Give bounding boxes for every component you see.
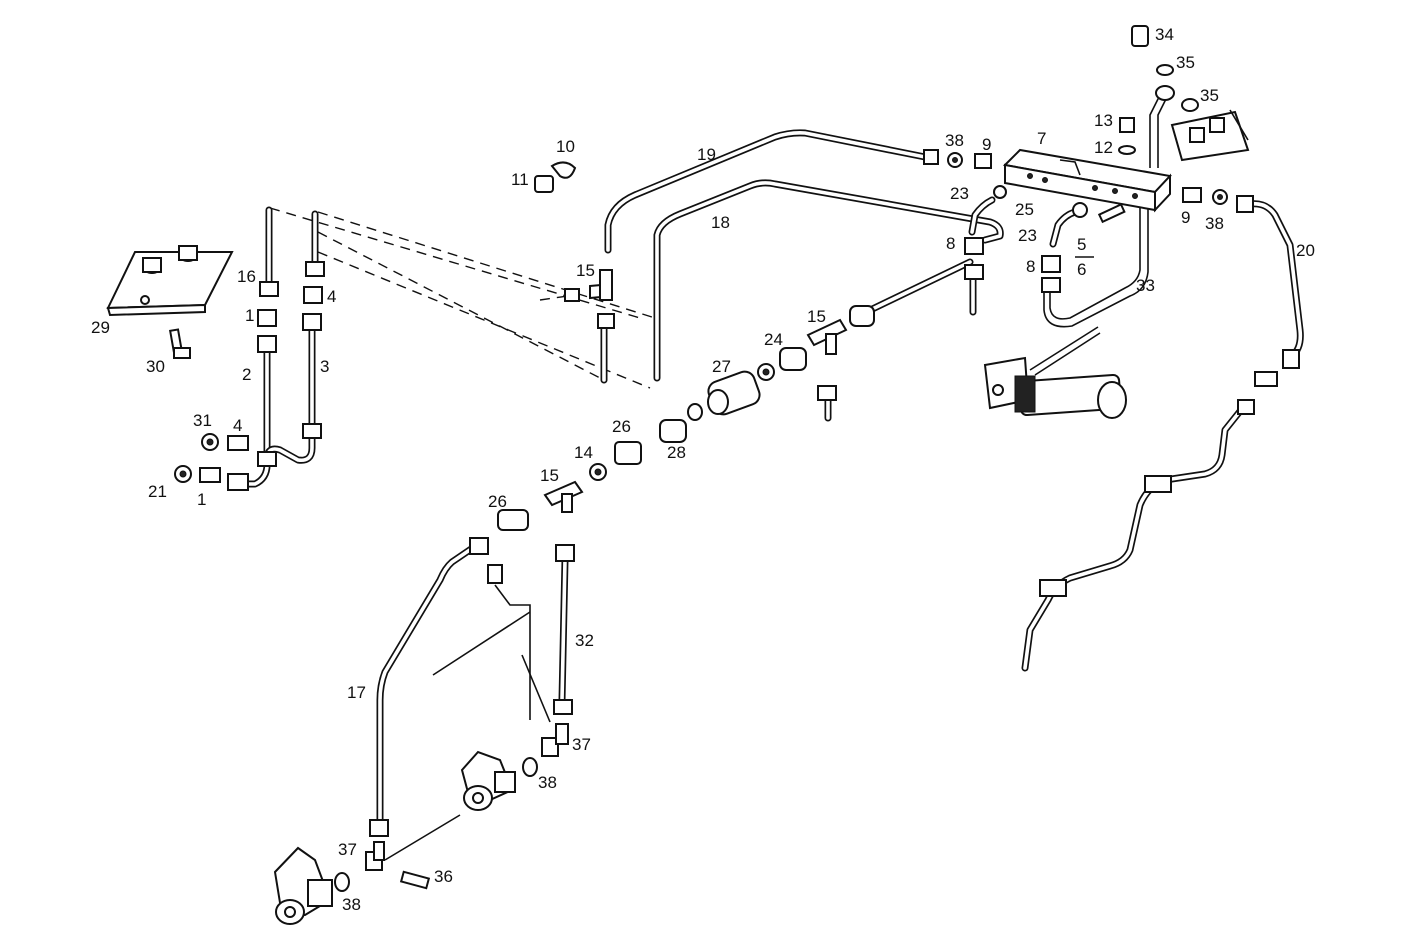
mounting-plate: [106, 245, 234, 317]
pipe-34-35: [1149, 94, 1169, 168]
pipe-19: [604, 129, 934, 254]
callout-12: 12: [1094, 138, 1113, 157]
pipe-cylinder-rod: [1029, 326, 1101, 376]
callout-9b: 9: [1181, 208, 1190, 227]
callout-18: 18: [711, 213, 730, 232]
callout-labels: 34 35 35 13 12 7 38 9 10 11 19 18 23 25 …: [91, 25, 1315, 914]
pipe-18: [653, 179, 1004, 382]
callout-1b: 1: [197, 490, 206, 509]
callout-14: 14: [574, 443, 593, 462]
callout-13: 13: [1094, 111, 1113, 130]
assembly-guide-lines: [269, 207, 656, 389]
callout-31: 31: [193, 411, 212, 430]
callout-34: 34: [1155, 25, 1174, 44]
callout-37b: 37: [338, 840, 357, 859]
pipe-20: [1241, 200, 1304, 360]
callout-6: 6: [1077, 260, 1086, 279]
callout-5: 5: [1077, 235, 1086, 254]
pipe-17: [376, 541, 481, 826]
callout-38d: 38: [342, 895, 361, 914]
callout-38b: 38: [1205, 214, 1224, 233]
callout-15b: 15: [807, 307, 826, 326]
callout-23a: 23: [950, 184, 969, 203]
callout-21: 21: [148, 482, 167, 501]
callout-30: 30: [146, 357, 165, 376]
bracket-lines: [384, 584, 551, 861]
callout-1a: 1: [245, 306, 254, 325]
callout-38c: 38: [538, 773, 557, 792]
callout-38a: 38: [945, 131, 964, 150]
caliper-upper: [460, 750, 516, 811]
fittings: [168, 25, 1300, 892]
callout-35a: 35: [1176, 53, 1195, 72]
caliper-lower: [273, 846, 333, 925]
callout-19: 19: [697, 145, 716, 164]
callout-4a: 4: [327, 287, 336, 306]
hydraulic-cylinder: [983, 356, 1127, 419]
callout-7: 7: [1037, 129, 1046, 148]
pipe-33: [1043, 200, 1149, 328]
callout-26b: 26: [488, 492, 507, 511]
manifold-block: [1002, 148, 1172, 213]
callout-32: 32: [575, 631, 594, 650]
callout-23b: 23: [1018, 226, 1037, 245]
valve-housing: [1170, 109, 1250, 162]
callout-20: 20: [1296, 241, 1315, 260]
callout-37a: 37: [572, 735, 591, 754]
callout-29: 29: [91, 318, 110, 337]
callout-3: 3: [320, 357, 329, 376]
callout-28: 28: [667, 443, 686, 462]
callout-10: 10: [556, 137, 575, 156]
callout-9a: 9: [982, 135, 991, 154]
callout-36: 36: [434, 867, 453, 886]
callout-26a: 26: [612, 417, 631, 436]
callout-8a: 8: [946, 234, 955, 253]
callout-33: 33: [1136, 276, 1155, 295]
callout-25: 25: [1015, 200, 1034, 219]
pipe-20-lower: [1021, 401, 1249, 672]
callout-27: 27: [712, 357, 731, 376]
callout-35b: 35: [1200, 86, 1219, 105]
pipe-32: [558, 556, 569, 704]
callout-16: 16: [237, 267, 256, 286]
pipe-main-diagonal: [858, 258, 974, 318]
callout-24: 24: [764, 330, 783, 349]
callout-8b: 8: [1026, 257, 1035, 276]
callout-15a: 15: [576, 261, 595, 280]
callout-17: 17: [347, 683, 366, 702]
callout-2: 2: [242, 365, 251, 384]
callout-4b: 4: [233, 416, 242, 435]
callout-15c: 15: [540, 466, 559, 485]
callout-11: 11: [511, 170, 529, 189]
